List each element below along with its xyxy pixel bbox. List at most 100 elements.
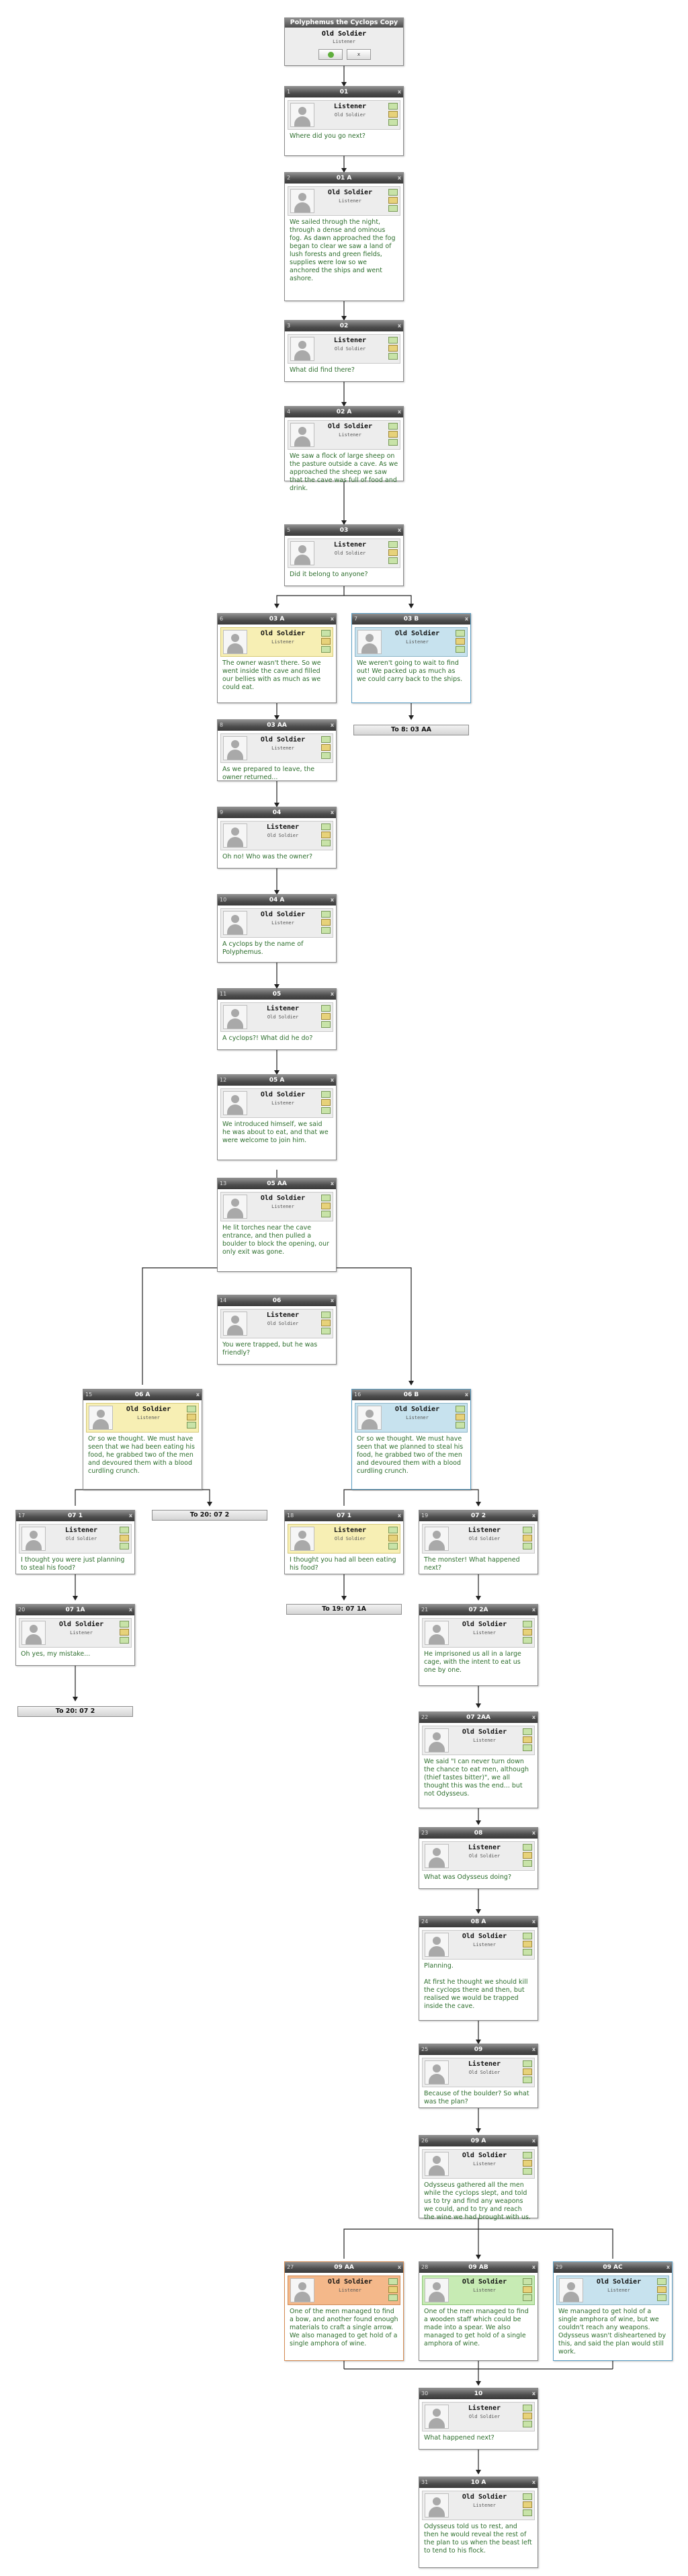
close-icon[interactable]: x — [397, 409, 401, 415]
close-icon[interactable]: x — [330, 722, 334, 728]
goto-link[interactable]: To 19: 07 1A — [286, 1604, 402, 1615]
link-icon[interactable] — [120, 1535, 129, 1541]
close-icon[interactable]: x — [397, 527, 401, 533]
edit-icon[interactable] — [388, 2278, 398, 2285]
add-icon[interactable] — [523, 1949, 532, 1956]
close-icon[interactable]: x — [330, 616, 334, 622]
add-icon[interactable] — [523, 2294, 532, 2301]
close-icon[interactable]: x — [531, 1714, 535, 1720]
goto-link[interactable]: To 20: 07 2 — [17, 1706, 133, 1717]
add-icon[interactable] — [523, 1744, 532, 1751]
close-icon[interactable]: x — [397, 323, 401, 329]
add-icon[interactable] — [321, 840, 331, 846]
edit-icon[interactable] — [523, 1728, 532, 1735]
link-icon[interactable] — [523, 1629, 532, 1636]
close-icon[interactable]: x — [330, 1297, 334, 1303]
play-button[interactable] — [318, 49, 343, 60]
link-icon[interactable] — [523, 2286, 532, 2293]
edit-icon[interactable] — [657, 2278, 666, 2285]
close-icon[interactable]: x — [330, 809, 334, 815]
add-icon[interactable] — [321, 646, 331, 653]
edit-icon[interactable] — [388, 423, 398, 430]
link-icon[interactable] — [523, 1852, 532, 1859]
add-icon[interactable] — [388, 557, 398, 564]
edit-icon[interactable] — [523, 1527, 532, 1533]
add-icon[interactable] — [523, 2421, 532, 2427]
close-icon[interactable]: x — [531, 1919, 535, 1925]
close-icon[interactable]: x — [531, 2264, 535, 2270]
close-icon[interactable]: x — [128, 1513, 132, 1519]
close-icon[interactable]: x — [531, 1830, 535, 1836]
close-icon[interactable]: x — [531, 1607, 535, 1613]
goto-link[interactable]: To 20: 07 2 — [152, 1510, 267, 1521]
close-icon[interactable]: x — [330, 897, 334, 903]
edit-icon[interactable] — [523, 2493, 532, 2500]
edit-icon[interactable] — [187, 1406, 196, 1412]
link-icon[interactable] — [388, 549, 398, 556]
edit-icon[interactable] — [120, 1527, 129, 1533]
close-icon[interactable]: x — [330, 1180, 334, 1186]
close-icon[interactable]: x — [666, 2264, 670, 2270]
link-icon[interactable] — [321, 1203, 331, 1209]
edit-icon[interactable] — [388, 337, 398, 344]
edit-icon[interactable] — [388, 541, 398, 548]
edit-icon[interactable] — [523, 2152, 532, 2159]
link-icon[interactable] — [657, 2286, 666, 2293]
add-icon[interactable] — [523, 1543, 532, 1549]
link-icon[interactable] — [456, 1414, 465, 1420]
close-icon[interactable]: x — [531, 1513, 535, 1519]
link-icon[interactable] — [321, 832, 331, 838]
link-icon[interactable] — [388, 1535, 398, 1541]
edit-icon[interactable] — [321, 1091, 331, 1098]
add-icon[interactable] — [120, 1543, 129, 1549]
edit-icon[interactable] — [523, 2278, 532, 2285]
add-icon[interactable] — [321, 1021, 331, 1028]
edit-icon[interactable] — [388, 103, 398, 110]
link-icon[interactable] — [523, 2413, 532, 2419]
link-icon[interactable] — [523, 2501, 532, 2508]
edit-icon[interactable] — [388, 189, 398, 196]
edit-icon[interactable] — [456, 1406, 465, 1412]
link-icon[interactable] — [388, 431, 398, 438]
close-icon[interactable]: x — [128, 1607, 132, 1613]
close-icon[interactable]: x — [531, 2479, 535, 2485]
add-icon[interactable] — [456, 646, 465, 653]
edit-icon[interactable] — [321, 1195, 331, 1201]
link-icon[interactable] — [321, 1099, 331, 1106]
add-icon[interactable] — [388, 439, 398, 446]
link-icon[interactable] — [321, 1013, 331, 1020]
link-icon[interactable] — [120, 1629, 129, 1636]
link-icon[interactable] — [523, 2068, 532, 2075]
edit-icon[interactable] — [321, 630, 331, 637]
link-icon[interactable] — [523, 1941, 532, 1947]
add-icon[interactable] — [523, 2168, 532, 2175]
close-icon[interactable]: x — [397, 1513, 401, 1519]
add-icon[interactable] — [523, 1637, 532, 1644]
edit-icon[interactable] — [321, 1005, 331, 1012]
add-icon[interactable] — [388, 119, 398, 126]
add-icon[interactable] — [321, 1211, 331, 1217]
close-icon[interactable]: x — [531, 2046, 535, 2052]
link-icon[interactable] — [321, 919, 331, 926]
